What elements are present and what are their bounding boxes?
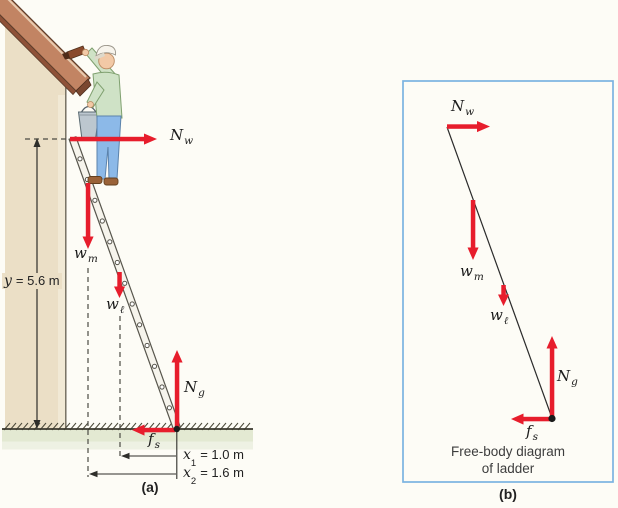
force-arrows-b (447, 121, 558, 425)
fbd-weight-ladder-arrow (498, 285, 510, 306)
fbd-ladder-line (446, 126, 553, 419)
force-symbol: N (184, 378, 198, 396)
ladder (68, 136, 182, 431)
panel-a-caption: (a) (141, 479, 159, 495)
painter-cap (95, 44, 117, 57)
force-label-normal-wall-a: Nw (170, 126, 194, 148)
dimension-variable: x (183, 447, 191, 463)
force-symbol: N (451, 97, 465, 115)
force-subscript: s (154, 439, 160, 451)
fbd-normal-ground-arrow (546, 336, 558, 417)
roof (0, 0, 92, 97)
y-dimension-label: y= 5.6 m (2, 273, 62, 289)
dashed-projection-lines (25, 138, 121, 477)
dimension-value: = 5.6 m (15, 273, 60, 288)
force-subscript: ℓ (119, 304, 125, 316)
x-dimension-lines (89, 431, 178, 479)
force-subscript: g (198, 387, 205, 399)
fbd-friction-arrow (511, 413, 551, 425)
dimension-variable: x (183, 465, 191, 481)
force-symbol: w (106, 295, 119, 313)
force-symbol: w (490, 306, 503, 324)
force-symbol: w (74, 244, 87, 262)
fbd-normal-wall-arrow (447, 121, 490, 133)
normal-wall-arrow (70, 133, 157, 145)
force-subscript: m (473, 271, 484, 283)
friction-arrow (132, 424, 175, 436)
force-symbol: f (526, 422, 532, 440)
dimension-subscript: 2 (190, 475, 197, 487)
force-symbol: f (148, 430, 154, 448)
house-wall (5, 18, 67, 429)
fbd-caption-line2: of ladder (481, 461, 535, 476)
force-symbol: N (557, 367, 571, 385)
force-symbol: N (170, 126, 184, 144)
force-subscript: ℓ (503, 315, 509, 327)
ladder-base-pivot-dot (173, 425, 180, 433)
fbd-caption-line1: Free-body diagram (450, 444, 566, 459)
force-subscript: m (87, 253, 98, 265)
force-label-weight-man-b: wm (460, 262, 484, 284)
normal-ground-arrow (171, 350, 183, 427)
force-subscript: w (184, 135, 194, 147)
dimension-value: = 1.6 m (200, 465, 244, 480)
ground (2, 422, 253, 450)
dimension-variable: y (4, 273, 12, 289)
weight-ladder-arrow (114, 272, 126, 298)
painter-pants (96, 115, 122, 180)
force-subscript: w (465, 106, 475, 118)
force-symbol: w (460, 262, 473, 280)
fbd-weight-man-arrow (467, 200, 479, 260)
force-label-weight-man-a: wm (74, 244, 98, 266)
force-label-normal-ground-a: Ng (184, 378, 205, 400)
force-arrows-a (70, 133, 183, 436)
force-subscript: g (571, 376, 578, 388)
fbd-box (402, 80, 614, 483)
x1-dimension-label: x1= 1.0 m (183, 447, 244, 469)
force-label-normal-ground-b: Ng (557, 367, 578, 389)
painter-head (98, 52, 115, 70)
fbd-pivot-dot (548, 414, 556, 423)
dimension-subscript: 1 (190, 457, 197, 469)
force-subscript: s (532, 431, 538, 443)
paintbrush-bristles (62, 51, 70, 60)
weight-man-arrow (82, 183, 94, 249)
force-label-weight-ladder-a: wℓ (106, 295, 125, 317)
x2-dimension-label: x2= 1.6 m (183, 465, 244, 487)
force-label-normal-wall-b: Nw (451, 97, 475, 119)
force-label-friction-b: fs (526, 422, 538, 444)
painter-figure (62, 44, 123, 186)
dimension-value: = 1.0 m (200, 447, 244, 462)
force-label-weight-ladder-b: wℓ (490, 306, 509, 328)
force-label-friction-a: fs (148, 430, 160, 452)
panel-b-caption: (b) (499, 486, 517, 502)
